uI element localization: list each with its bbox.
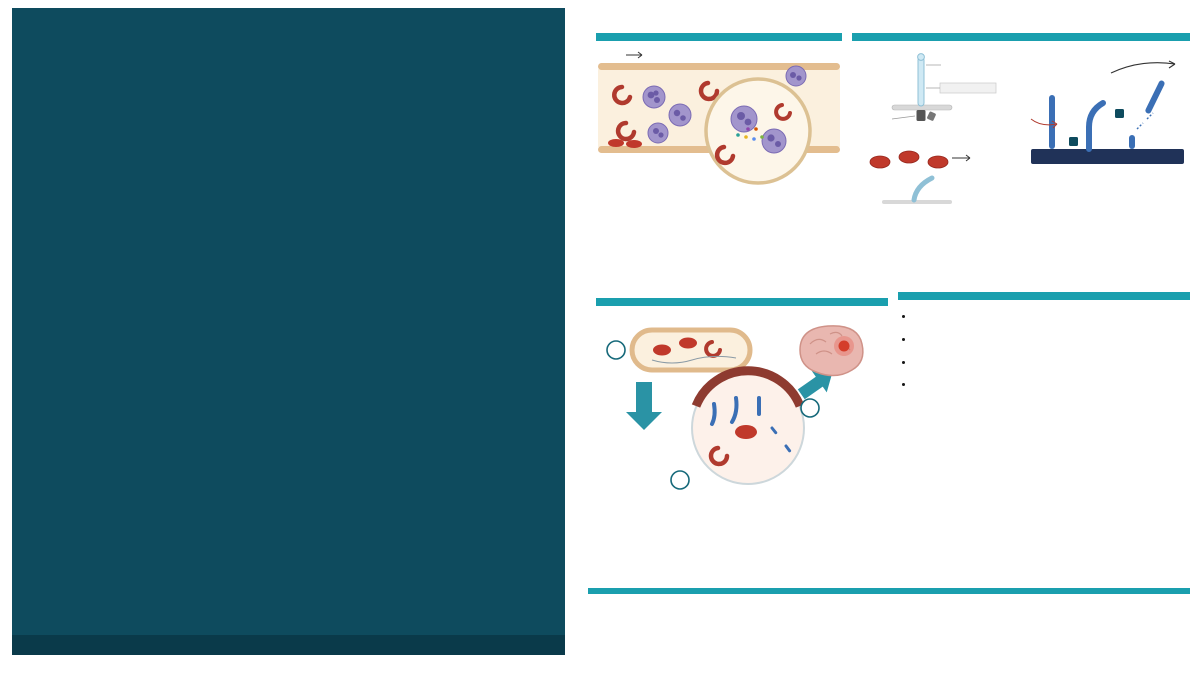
authors-header: [588, 588, 1190, 594]
cilium-structure-illustration: [891, 53, 997, 121]
conclusion-item: [914, 356, 1188, 370]
cilia-bound-chart: [26, 238, 280, 512]
panel-disease-header: [596, 33, 842, 41]
zoom-circle: [691, 366, 805, 485]
conclusions-list: [914, 310, 1188, 392]
sickled-rbcs: [612, 80, 720, 142]
panel-hypothesis: [596, 298, 888, 508]
vessel-segment: [629, 327, 753, 373]
cilia-deflection-illustration: [869, 150, 971, 204]
figure-area: [12, 236, 565, 635]
zoom-inset: [704, 77, 812, 185]
cilia-columns: [852, 45, 1190, 217]
group-scatter-chart: [90, 238, 280, 512]
flowing-rbcs: [869, 150, 949, 169]
cilia-right-column: [1025, 45, 1190, 217]
step-1-badge: [606, 340, 626, 360]
cilia-left-column: [852, 45, 1017, 217]
left-panel: [12, 8, 565, 655]
up-right-arrow: [797, 371, 833, 400]
step-3-badge: [800, 398, 820, 418]
conclusion-item: [914, 310, 1188, 324]
neutrophil-nuclei: [647, 72, 802, 138]
brain: [799, 325, 864, 377]
detached-cilium: [1145, 80, 1165, 114]
vaso-occlusion-illustration: [598, 51, 840, 185]
panel-cilia-header: [852, 33, 1190, 41]
panel-disease: [596, 33, 842, 202]
step-2-badge: [670, 470, 690, 490]
panel-conclusions-header: [898, 292, 1190, 300]
adhesion-molecules: [736, 127, 764, 141]
conclusion-item: [914, 378, 1188, 392]
correlation-scatter-chart: [282, 248, 522, 462]
panel-cilia: [852, 33, 1190, 217]
pain-score-chart: [282, 246, 522, 462]
panel-conclusions: [898, 292, 1190, 401]
adherent-rbcs: [608, 139, 642, 148]
hypothesis-illustration: [606, 325, 864, 490]
authors-section: [588, 588, 1190, 601]
figure-caption: [12, 635, 565, 655]
shear-stress-illustration: [1030, 60, 1184, 164]
panel-hypothesis-header: [596, 298, 888, 306]
down-arrow: [626, 382, 662, 430]
flow-arrow: [626, 51, 643, 59]
conclusion-item: [914, 333, 1188, 347]
poster-title: [12, 8, 565, 236]
